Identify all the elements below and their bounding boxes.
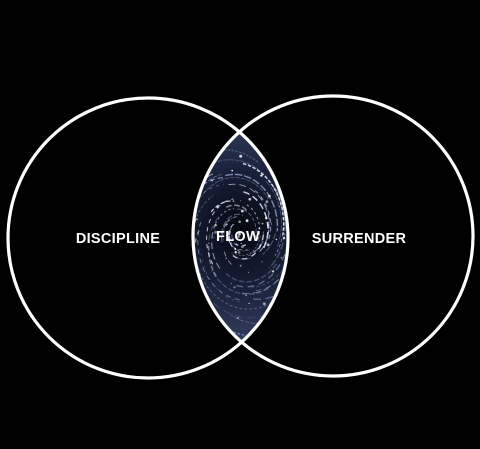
star-trail: [229, 235, 240, 252]
star-trail: [231, 230, 237, 246]
star-dot: [238, 220, 241, 224]
star-dot: [282, 236, 286, 240]
star-dot: [268, 194, 271, 198]
star-dot: [214, 230, 218, 234]
star-dot: [280, 257, 282, 259]
star-trail: [265, 180, 282, 249]
star-dot: [265, 217, 268, 220]
star-trail: [207, 242, 217, 277]
star-dot: [248, 197, 252, 201]
star-trail: [235, 236, 261, 256]
star-trail: [220, 213, 244, 243]
star-dot: [279, 205, 281, 207]
surrender-circle: [191, 94, 475, 378]
vortex-base: [193, 98, 288, 376]
star-dot: [234, 250, 237, 254]
star-dot: [239, 264, 242, 267]
star-dot: [261, 261, 263, 263]
star-trail: [237, 208, 257, 240]
star-dot: [266, 224, 269, 226]
star-trail: [195, 276, 279, 319]
star-dot: [248, 271, 250, 273]
flow-label: FLOW: [216, 229, 260, 245]
star-dot: [238, 232, 241, 236]
star-trail: [208, 216, 220, 241]
star-dot: [260, 174, 263, 177]
star-trail: [250, 240, 264, 255]
star-dot: [237, 251, 241, 254]
star-dot: [240, 200, 242, 202]
star-trail: [237, 247, 248, 251]
star-trail: [193, 177, 269, 213]
star-dot: [226, 221, 228, 223]
star-dot: [196, 218, 199, 221]
star-dot: [237, 235, 240, 238]
surrender-label: SURRENDER: [312, 231, 407, 247]
star-dot: [231, 169, 233, 172]
star-trail: [225, 263, 278, 283]
star-trail: [231, 252, 251, 260]
star-dot: [233, 286, 236, 289]
star-dot: [265, 200, 269, 204]
star-trail: [237, 248, 250, 252]
star-trail: [223, 247, 232, 265]
discipline-label: DISCIPLINE: [76, 231, 160, 247]
star-dot: [240, 242, 242, 245]
star-trail: [250, 282, 288, 300]
star-dot: [266, 243, 270, 247]
star-dot: [238, 234, 241, 237]
star-trail: [206, 159, 277, 192]
star-trail: [246, 204, 261, 240]
star-trail: [230, 220, 288, 288]
discipline-circle: [6, 96, 290, 380]
star-dot: [258, 227, 261, 229]
star-dot: [262, 302, 266, 306]
star-trail: [243, 191, 269, 251]
star-trail: [232, 238, 247, 247]
star-dot: [261, 222, 264, 225]
star-trail: [242, 162, 285, 235]
star-dot: [245, 294, 247, 297]
star-trail: [213, 208, 235, 229]
star-dot: [239, 154, 243, 158]
star-trail: [226, 204, 248, 212]
star-dot: [237, 317, 240, 319]
star-trail: [258, 221, 270, 253]
star-dot: [271, 270, 275, 273]
star-dot: [275, 238, 278, 241]
star-dot: [245, 219, 249, 223]
star-trail: [206, 198, 234, 265]
star-trail: [211, 227, 221, 269]
star-trail: [211, 269, 269, 295]
star-dot: [211, 179, 214, 182]
star-trail: [240, 229, 288, 294]
star-dot: [240, 209, 244, 213]
star-dot: [213, 237, 215, 239]
star-dot: [234, 248, 237, 250]
star-dot: [225, 257, 227, 260]
star-trail: [228, 183, 270, 220]
star-dot: [225, 223, 228, 226]
star-trail: [222, 216, 240, 241]
star-trail: [197, 219, 240, 301]
star-trail: [210, 200, 235, 213]
star-dot: [216, 206, 219, 209]
star-trail: [225, 173, 279, 232]
star-trail: [197, 267, 280, 310]
star-trail: [246, 231, 265, 257]
star-trail: [254, 190, 272, 241]
star-dot: [214, 223, 217, 227]
star-dot: [248, 302, 250, 305]
star-dot: [241, 245, 244, 249]
star-trail: [262, 233, 276, 255]
star-trail: [200, 250, 240, 303]
